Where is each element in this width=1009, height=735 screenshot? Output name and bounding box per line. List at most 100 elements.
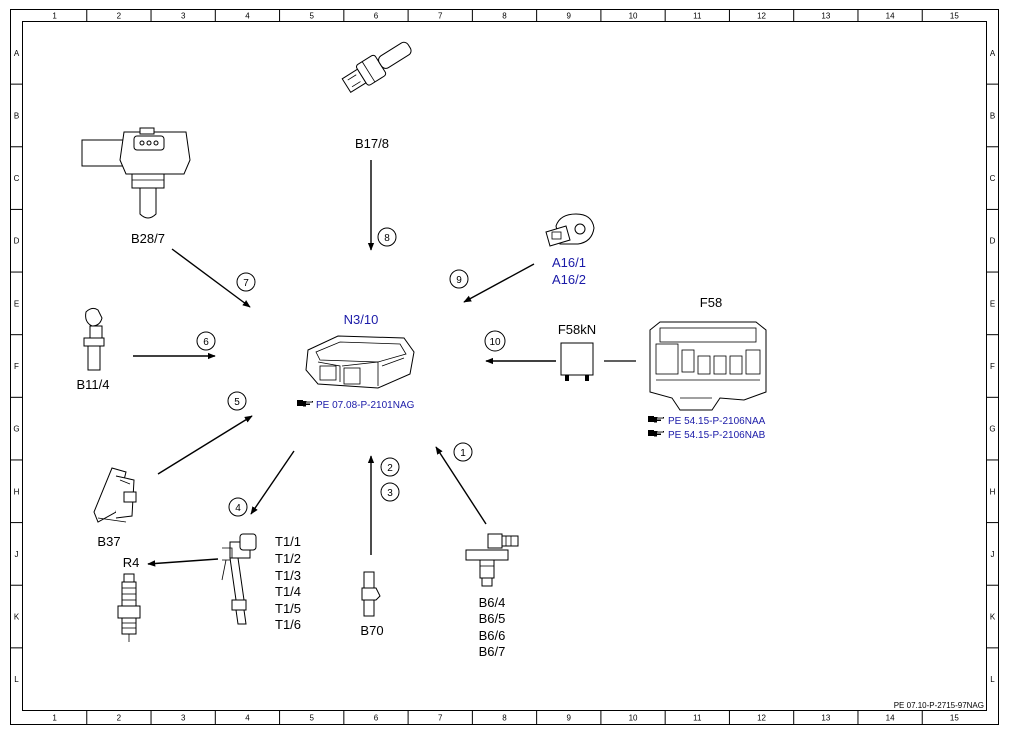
- grid-row-right-D: D: [990, 237, 996, 246]
- inner-frame: [22, 21, 987, 711]
- grid-col-bottom-6: 6: [374, 714, 379, 723]
- svg-text:4: 4: [235, 503, 241, 514]
- b70-sensor-icon: [361, 571, 381, 617]
- callout-4: 4: [228, 497, 248, 517]
- b37-label: B37: [97, 534, 120, 549]
- grid-row-left-A: A: [14, 49, 20, 58]
- callout-10: 10: [484, 330, 506, 352]
- b6-6-label: B6/6: [479, 628, 506, 643]
- b28-7-sensor-icon: [81, 127, 191, 219]
- f58-reference-1: PE 54.15-P-2106NAA: [668, 416, 766, 427]
- grid-col-bottom-15: 15: [950, 714, 959, 723]
- outer-frame: [10, 9, 999, 725]
- b6-4-label: B6/4: [479, 595, 506, 610]
- grid-col-bottom-7: 7: [438, 714, 443, 723]
- grid-col-bottom-3: 3: [181, 714, 186, 723]
- svg-text:6: 6: [203, 337, 209, 348]
- grid-row-left-L: L: [14, 675, 19, 684]
- f58-reference-pointing-hand-icon-2: [647, 429, 665, 437]
- a16-1-label: A16/1: [552, 255, 586, 270]
- footer-reference: PE 07.10-P-2715-97NAG: [894, 701, 984, 710]
- grid-row-right-L: L: [990, 675, 995, 684]
- grid-col-top-7: 7: [438, 12, 443, 21]
- grid-col-top-10: 10: [629, 12, 638, 21]
- grid-row-left-B: B: [14, 111, 19, 120]
- svg-text:8: 8: [384, 233, 390, 244]
- grid-row-right-A: A: [990, 49, 996, 58]
- grid-col-top-2: 2: [117, 12, 122, 21]
- t1-1-label: T1/1: [275, 534, 301, 549]
- b6-camshaft-sensor-icon: [465, 533, 519, 587]
- grid-row-left-K: K: [14, 613, 20, 622]
- callout-2: 2: [380, 457, 400, 477]
- f58-reference-2: PE 54.15-P-2106NAB: [668, 430, 766, 441]
- n3-10-label: N3/10: [344, 312, 379, 327]
- grid-row-right-C: C: [990, 174, 996, 183]
- svg-text:3: 3: [387, 488, 393, 499]
- b11-4-label: B11/4: [76, 377, 109, 392]
- grid-col-bottom-14: 14: [886, 714, 895, 723]
- f58-fuse-box-icon: [649, 321, 767, 411]
- b11-4-sensor-icon: [83, 307, 105, 371]
- grid-col-top-9: 9: [567, 12, 572, 21]
- grid-row-right-F: F: [990, 362, 995, 371]
- grid-row-right-J: J: [991, 550, 995, 559]
- b37-pedal-sensor-icon: [93, 467, 137, 523]
- arrow-9: [463, 263, 535, 303]
- grid-col-bottom-2: 2: [117, 714, 122, 723]
- t1-2-label: T1/2: [275, 551, 301, 566]
- arrow-5: [157, 415, 253, 475]
- grid-col-top-3: 3: [181, 12, 186, 21]
- grid-col-bottom-9: 9: [567, 714, 572, 723]
- grid-row-left-J: J: [15, 550, 19, 559]
- svg-text:5: 5: [234, 397, 240, 408]
- grid-col-bottom-11: 11: [693, 714, 702, 723]
- grid-col-top-12: 12: [757, 12, 766, 21]
- arrow-1: [435, 446, 487, 525]
- grid-col-top-15: 15: [950, 12, 959, 21]
- b6-5-label: B6/5: [479, 611, 506, 626]
- svg-text:10: 10: [489, 337, 501, 348]
- b70-label: B70: [360, 623, 383, 638]
- grid-row-left-H: H: [14, 487, 20, 496]
- n3-10-reference: PE 07.08-P-2101NAG: [316, 400, 415, 411]
- grid-row-right-G: G: [989, 425, 995, 434]
- f58-reference-pointing-hand-icon-1: [647, 415, 665, 423]
- grid-col-top-13: 13: [821, 12, 830, 21]
- callout-8: 8: [377, 227, 397, 247]
- grid-col-top-5: 5: [309, 12, 314, 21]
- callout-5: 5: [227, 391, 247, 411]
- a16-2-label: A16/2: [552, 272, 586, 287]
- grid-col-top-11: 11: [693, 12, 702, 21]
- arrow-t1-to-r4: [147, 558, 219, 567]
- grid-row-left-D: D: [14, 237, 20, 246]
- svg-text:9: 9: [456, 275, 462, 286]
- grid-col-top-6: 6: [374, 12, 379, 21]
- grid-col-bottom-5: 5: [309, 714, 314, 723]
- callout-7: 7: [236, 272, 256, 292]
- svg-text:2: 2: [387, 463, 393, 474]
- t1-4-label: T1/4: [275, 584, 301, 599]
- callout-9: 9: [449, 269, 469, 289]
- n3-10-reference-pointing-hand-icon: [296, 399, 314, 407]
- f58kn-relay-icon: [560, 342, 594, 381]
- grid-row-left-E: E: [14, 299, 19, 308]
- grid-col-bottom-12: 12: [757, 714, 766, 723]
- grid-col-top-1: 1: [52, 12, 57, 21]
- grid-col-bottom-1: 1: [52, 714, 57, 723]
- grid-row-left-C: C: [14, 174, 20, 183]
- grid-row-right-B: B: [990, 111, 995, 120]
- f58kn-label: F58kN: [558, 322, 596, 337]
- t1-6-label: T1/6: [275, 617, 301, 632]
- svg-text:1: 1: [460, 448, 466, 459]
- callout-6: 6: [196, 331, 216, 351]
- grid-col-top-8: 8: [502, 12, 507, 21]
- svg-text:7: 7: [243, 278, 249, 289]
- b6-7-label: B6/7: [479, 644, 506, 659]
- b17-8-label: B17/8: [355, 136, 389, 151]
- callout-1: 1: [453, 442, 473, 462]
- r4-spark-plug-icon: [117, 573, 141, 642]
